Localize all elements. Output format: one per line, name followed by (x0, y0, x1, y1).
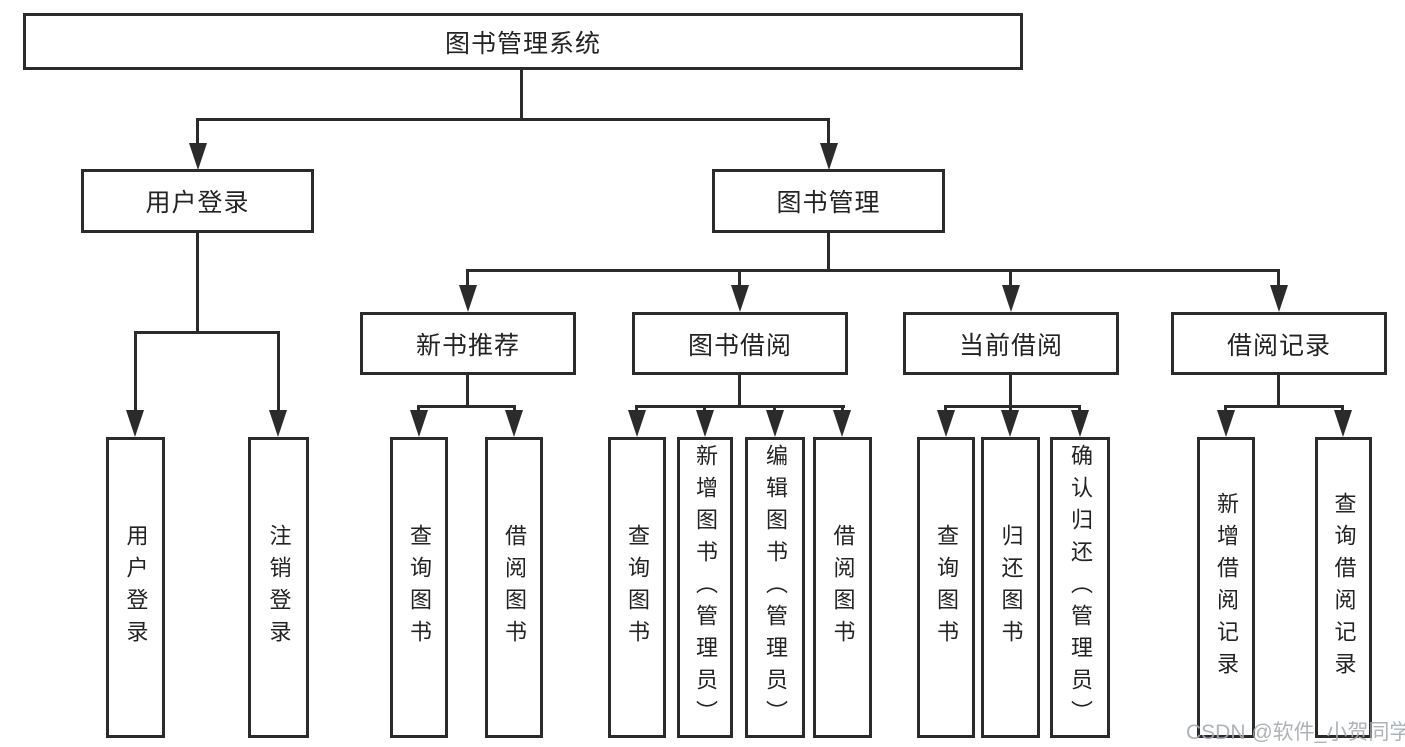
leaf-user-login: 用户登录 (106, 437, 165, 738)
leaf-query-books-1: 查询图书 (390, 437, 448, 738)
leaf-query-books-3: 查询图书 (917, 437, 975, 738)
leaf-add-books-admin: 新增图书（管理员） (677, 437, 733, 738)
connector-drop-b1 (417, 405, 420, 413)
leaf-add-borrow-record-label: 新增借阅记录 (1214, 491, 1239, 684)
arrowhead-e2 (1334, 410, 1352, 437)
connector-drop-leaf-login (134, 331, 137, 413)
connector-user-login-split (134, 331, 280, 334)
node-book-mgmt: 图书管理 (712, 169, 945, 233)
leaf-logout-label: 注销登录 (266, 523, 292, 652)
connector-new-books-split (417, 405, 516, 408)
leaf-borrow-books-2: 借阅图书 (813, 437, 872, 738)
node-root-label: 图书管理系统 (444, 29, 601, 58)
arrowhead-e1 (1217, 410, 1235, 437)
leaf-confirm-return-admin: 确认归还（管理员） (1050, 437, 1110, 738)
connector-book-borrow-stem (738, 375, 741, 407)
node-book-borrow: 图书借阅 (632, 312, 848, 375)
connector-drop-new-books (466, 269, 469, 288)
arrowhead-d1 (937, 410, 955, 437)
leaf-add-borrow-record: 新增借阅记录 (1197, 437, 1255, 738)
leaf-borrow-books-1: 借阅图书 (485, 437, 543, 738)
arrowhead-d2 (1001, 410, 1019, 437)
arrowhead-leaf-logout (269, 410, 287, 437)
node-new-books: 新书推荐 (360, 312, 576, 375)
leaf-query-books-2-label: 查询图书 (625, 523, 650, 652)
arrowhead-c1 (628, 410, 646, 437)
connector-user-login-stem (196, 233, 199, 333)
csdn-watermark: CSDN @软件_小贺同学 (1186, 721, 1405, 744)
arrowhead-b2 (505, 410, 523, 437)
node-borrow-records-label: 借阅记录 (1226, 331, 1331, 360)
leaf-return-books: 归还图书 (981, 437, 1040, 738)
connector-drop-leaf-logout (277, 331, 280, 413)
node-user-login: 用户登录 (81, 169, 314, 233)
node-book-borrow-label: 图书借阅 (687, 331, 792, 360)
arrowhead-book-borrow (731, 285, 749, 312)
leaf-edit-books-admin: 编辑图书（管理员） (745, 437, 805, 738)
node-current-borrow-label: 当前借阅 (958, 331, 1063, 360)
leaf-query-books-1-label: 查询图书 (407, 523, 432, 652)
node-user-login-label: 用户登录 (145, 189, 250, 217)
connector-new-books-stem (466, 375, 469, 407)
leaf-borrow-books-2-label: 借阅图书 (830, 523, 856, 652)
connector-borrow-records-stem (1277, 375, 1280, 407)
connector-book-borrow-split (635, 405, 845, 408)
connector-book-mgmt-split (467, 269, 1280, 272)
node-current-borrow: 当前借阅 (903, 312, 1119, 375)
leaf-edit-books-admin-label: 编辑图书（管理员） (763, 443, 788, 732)
connector-drop-book-mgmt (827, 118, 830, 146)
connector-drop-book-borrow (738, 269, 741, 288)
leaf-query-books-2: 查询图书 (608, 437, 666, 738)
arrowhead-leaf-login (126, 410, 144, 437)
connector-borrow-records-split (1224, 405, 1344, 408)
connector-current-borrow-stem (1009, 375, 1012, 407)
connector-drop-d1 (944, 405, 947, 413)
arrowhead-new-books (459, 285, 477, 312)
leaf-borrow-books-1-label: 借阅图书 (502, 523, 527, 652)
connector-drop-borrow-records (1277, 269, 1280, 288)
leaf-add-books-admin-label: 新增图书（管理员） (693, 443, 718, 732)
leaf-query-borrow-record: 查询借阅记录 (1315, 437, 1372, 738)
connector-drop-c4 (841, 405, 844, 413)
leaf-query-borrow-record-label: 查询借阅记录 (1331, 491, 1357, 684)
connector-drop-c3 (773, 405, 776, 413)
connector-drop-b2 (513, 405, 516, 413)
leaf-query-books-3-label: 查询图书 (934, 523, 959, 652)
connector-drop-d3 (1078, 405, 1081, 413)
node-book-mgmt-label: 图书管理 (776, 189, 881, 217)
connector-root-split (196, 118, 830, 121)
connector-root-stem (520, 70, 523, 120)
connector-drop-e2 (1341, 405, 1344, 413)
leaf-logout: 注销登录 (248, 437, 309, 738)
connector-current-borrow-split (944, 405, 1081, 408)
arrowhead-current-borrow (1002, 285, 1020, 312)
leaf-confirm-return-admin-label: 确认归还（管理员） (1068, 443, 1093, 732)
arrowhead-b1 (410, 410, 428, 437)
connector-drop-user-login (196, 118, 199, 146)
leaf-user-login-label: 用户登录 (123, 523, 149, 652)
arrowhead-user-login (189, 143, 207, 170)
node-borrow-records: 借阅记录 (1171, 312, 1387, 375)
connector-drop-c1 (635, 405, 638, 413)
node-root: 图书管理系统 (23, 13, 1023, 70)
connector-drop-current-borrow (1009, 269, 1012, 288)
arrowhead-c4 (833, 410, 851, 437)
connector-book-mgmt-stem (827, 233, 830, 272)
node-new-books-label: 新书推荐 (415, 331, 520, 360)
connector-drop-e1 (1224, 405, 1227, 413)
arrowhead-c2 (696, 410, 714, 437)
arrowhead-borrow-records (1270, 285, 1288, 312)
arrowhead-book-mgmt (820, 143, 838, 170)
connector-drop-c2 (703, 405, 706, 413)
connector-drop-d2 (1009, 405, 1012, 413)
arrowhead-c3 (766, 410, 784, 437)
leaf-return-books-label: 归还图书 (998, 523, 1024, 652)
arrowhead-d3 (1071, 410, 1089, 437)
